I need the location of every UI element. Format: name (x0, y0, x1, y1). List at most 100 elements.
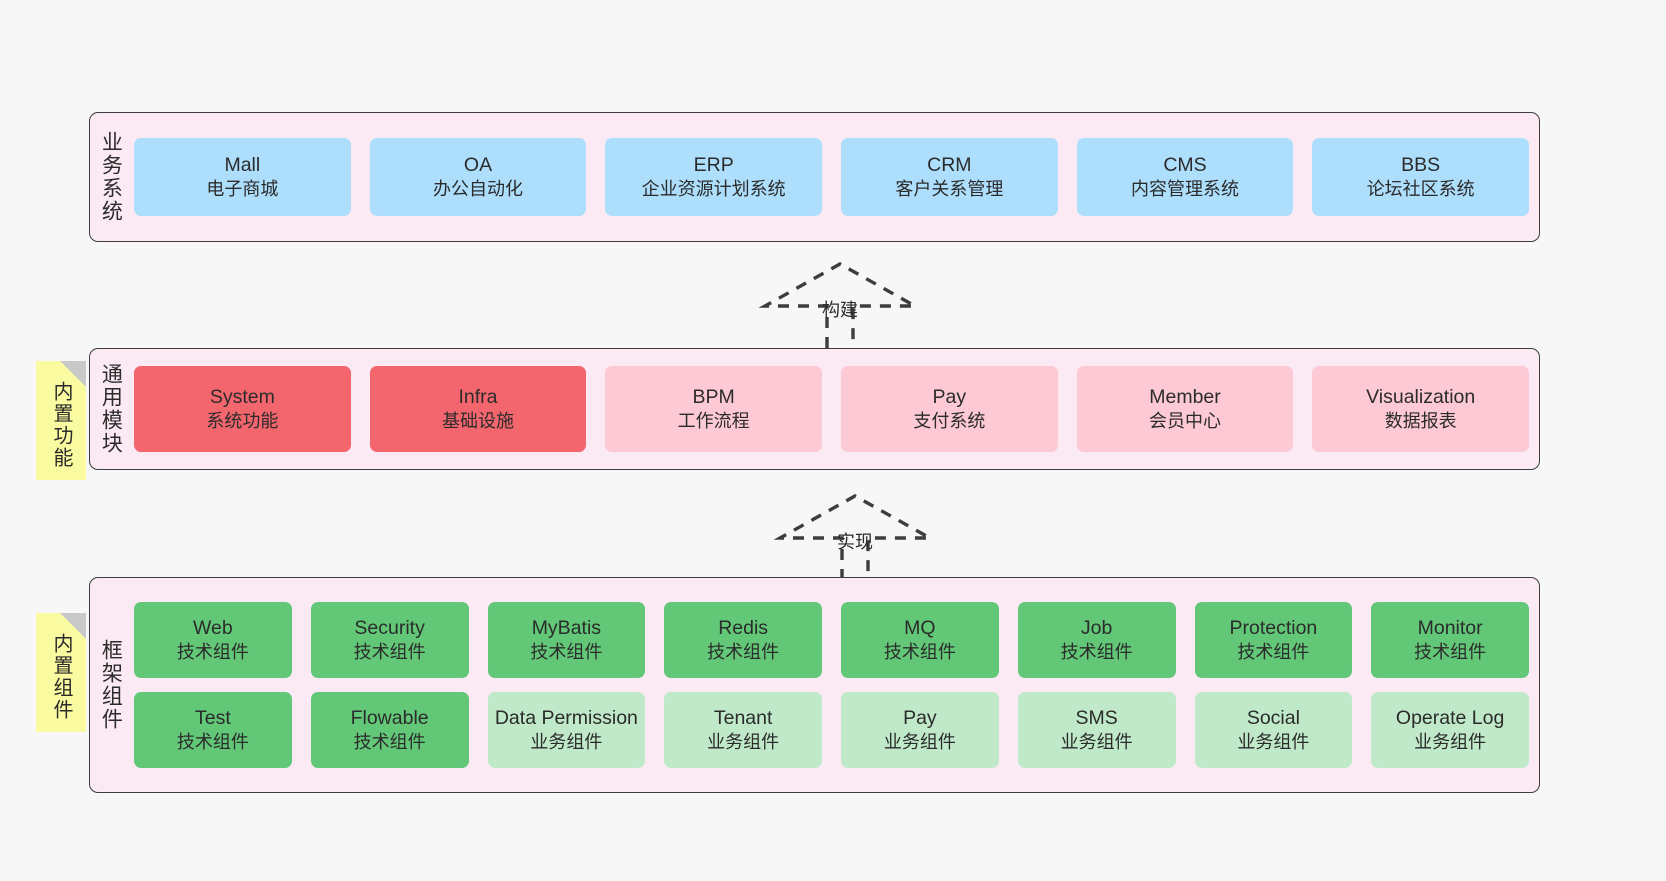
module-subtitle: 客户关系管理 (895, 178, 1004, 199)
module-box-security[interactable]: Security 技术组件 (310, 602, 469, 678)
module-box-infra[interactable]: Infra 基础设施 (369, 366, 587, 452)
module-subtitle: 办公自动化 (433, 178, 523, 199)
module-name: Member (1149, 386, 1221, 408)
module-subtitle: 技术组件 (1060, 641, 1133, 662)
module-subtitle: 技术组件 (707, 641, 780, 662)
layer-row: Test 技术组件 Flowable 技术组件 Data Permission … (134, 692, 1529, 768)
module-subtitle: 业务组件 (883, 731, 956, 752)
module-name: OA (463, 154, 493, 176)
module-subtitle: 工作流程 (677, 410, 750, 431)
layer-title-framework-component: 框架组件 (99, 639, 123, 731)
module-name: Pay (932, 386, 967, 408)
module-subtitle: 内容管理系统 (1131, 178, 1240, 199)
connector-implement: 实现 (770, 490, 940, 582)
note-builtin-component: 内置组件 (36, 613, 86, 732)
layer-title-common-module: 通用模块 (99, 363, 123, 455)
module-name: Data Permission (494, 707, 638, 729)
module-subtitle: 技术组件 (1414, 641, 1487, 662)
generalization-arrow-icon (758, 262, 922, 348)
module-subtitle: 业务组件 (1414, 731, 1487, 752)
module-box-redis[interactable]: Redis 技术组件 (664, 602, 822, 678)
connector-label: 实现 (837, 532, 873, 552)
module-name: CMS (1163, 154, 1207, 176)
layer-title-business-system: 业务系统 (99, 131, 123, 223)
layer-body-common-module: System 系统功能 Infra 基础设施 BPM 工作流程 Pay 支付系统… (130, 349, 1539, 469)
layer-common-module: 通用模块 System 系统功能 Infra 基础设施 BPM 工作流程 Pay… (89, 348, 1540, 470)
note-label: 内置组件 (50, 632, 72, 721)
note-fold-icon (60, 613, 86, 639)
module-box-member[interactable]: Member 会员中心 (1076, 366, 1294, 452)
layer-framework-component: 框架组件 Web 技术组件 Security 技术组件 MyBatis 技术组件… (89, 577, 1540, 793)
module-box-job[interactable]: Job 技术组件 (1017, 602, 1176, 678)
module-box-operate-log[interactable]: Operate Log 业务组件 (1371, 692, 1529, 768)
module-subtitle: 会员中心 (1149, 410, 1222, 431)
module-box-cms[interactable]: CMS 内容管理系统 (1076, 138, 1294, 216)
module-box-flowable[interactable]: Flowable 技术组件 (310, 692, 469, 768)
module-subtitle: 技术组件 (530, 641, 603, 662)
connector-label: 构建 (822, 300, 858, 320)
note-fold-icon (60, 361, 86, 387)
module-box-visualization[interactable]: Visualization 数据报表 (1312, 366, 1530, 452)
module-name: Flowable (350, 707, 429, 729)
module-name: Web (193, 617, 233, 639)
module-subtitle: 业务组件 (1237, 731, 1310, 752)
module-name: Operate Log (1395, 707, 1505, 729)
module-subtitle: 业务组件 (1060, 731, 1133, 752)
module-box-erp[interactable]: ERP 企业资源计划系统 (605, 138, 823, 216)
module-name: Monitor (1417, 617, 1483, 639)
module-name: BBS (1401, 154, 1441, 176)
module-box-crm[interactable]: CRM 客户关系管理 (841, 138, 1058, 216)
module-name: Test (194, 707, 231, 729)
module-name: Visualization (1366, 386, 1476, 408)
module-box-web[interactable]: Web 技术组件 (134, 602, 292, 678)
module-subtitle: 技术组件 (353, 731, 426, 752)
note-builtin-function: 内置功能 (36, 361, 86, 480)
module-name: System (209, 386, 275, 408)
module-box-bbs[interactable]: BBS 论坛社区系统 (1312, 138, 1530, 216)
layer-body-business-system: Mall 电子商城 OA 办公自动化 ERP 企业资源计划系统 CRM 客户关系… (130, 113, 1539, 241)
module-name: MQ (904, 617, 936, 639)
module-box-bpm[interactable]: BPM 工作流程 (605, 366, 823, 452)
layer-body-framework-component: Web 技术组件 Security 技术组件 MyBatis 技术组件 Redi… (130, 578, 1539, 792)
module-box-pay-business[interactable]: Pay 业务组件 (841, 692, 999, 768)
module-name: CRM (927, 154, 972, 176)
note-label: 内置功能 (50, 380, 72, 469)
generalization-arrow-icon (773, 494, 937, 580)
module-box-mq[interactable]: MQ 技术组件 (841, 602, 999, 678)
module-box-protection[interactable]: Protection 技术组件 (1194, 602, 1353, 678)
module-box-data-permission[interactable]: Data Permission 业务组件 (487, 692, 646, 768)
module-box-mybatis[interactable]: MyBatis 技术组件 (487, 602, 646, 678)
module-subtitle: 业务组件 (530, 731, 603, 752)
module-subtitle: 技术组件 (176, 641, 249, 662)
module-name: Mall (224, 154, 261, 176)
module-box-system[interactable]: System 系统功能 (134, 366, 351, 452)
module-name: Security (354, 617, 425, 639)
module-box-tenant[interactable]: Tenant 业务组件 (664, 692, 822, 768)
module-subtitle: 业务组件 (707, 731, 780, 752)
module-box-oa[interactable]: OA 办公自动化 (369, 138, 587, 216)
module-name: Redis (718, 617, 769, 639)
module-box-sms[interactable]: SMS 业务组件 (1017, 692, 1176, 768)
module-name: Social (1246, 707, 1300, 729)
module-subtitle: 技术组件 (1237, 641, 1310, 662)
module-subtitle: 数据报表 (1384, 410, 1457, 431)
module-name: Pay (903, 707, 937, 729)
module-box-pay[interactable]: Pay 支付系统 (841, 366, 1058, 452)
module-box-test[interactable]: Test 技术组件 (134, 692, 292, 768)
module-name: Protection (1229, 617, 1318, 639)
module-name: Tenant (713, 707, 773, 729)
module-name: MyBatis (531, 617, 602, 639)
module-name: Job (1080, 617, 1113, 639)
module-box-mall[interactable]: Mall 电子商城 (134, 138, 351, 216)
layer-business-system: 业务系统 Mall 电子商城 OA 办公自动化 ERP 企业资源计划系统 CRM… (89, 112, 1540, 242)
module-subtitle: 技术组件 (883, 641, 956, 662)
module-box-monitor[interactable]: Monitor 技术组件 (1371, 602, 1529, 678)
module-name: ERP (693, 154, 734, 176)
layer-row: System 系统功能 Infra 基础设施 BPM 工作流程 Pay 支付系统… (134, 366, 1530, 452)
module-subtitle: 基础设施 (442, 410, 514, 431)
module-name: Infra (458, 386, 498, 408)
connector-build: 构建 (755, 258, 925, 350)
module-box-social[interactable]: Social 业务组件 (1194, 692, 1353, 768)
module-subtitle: 技术组件 (353, 641, 426, 662)
